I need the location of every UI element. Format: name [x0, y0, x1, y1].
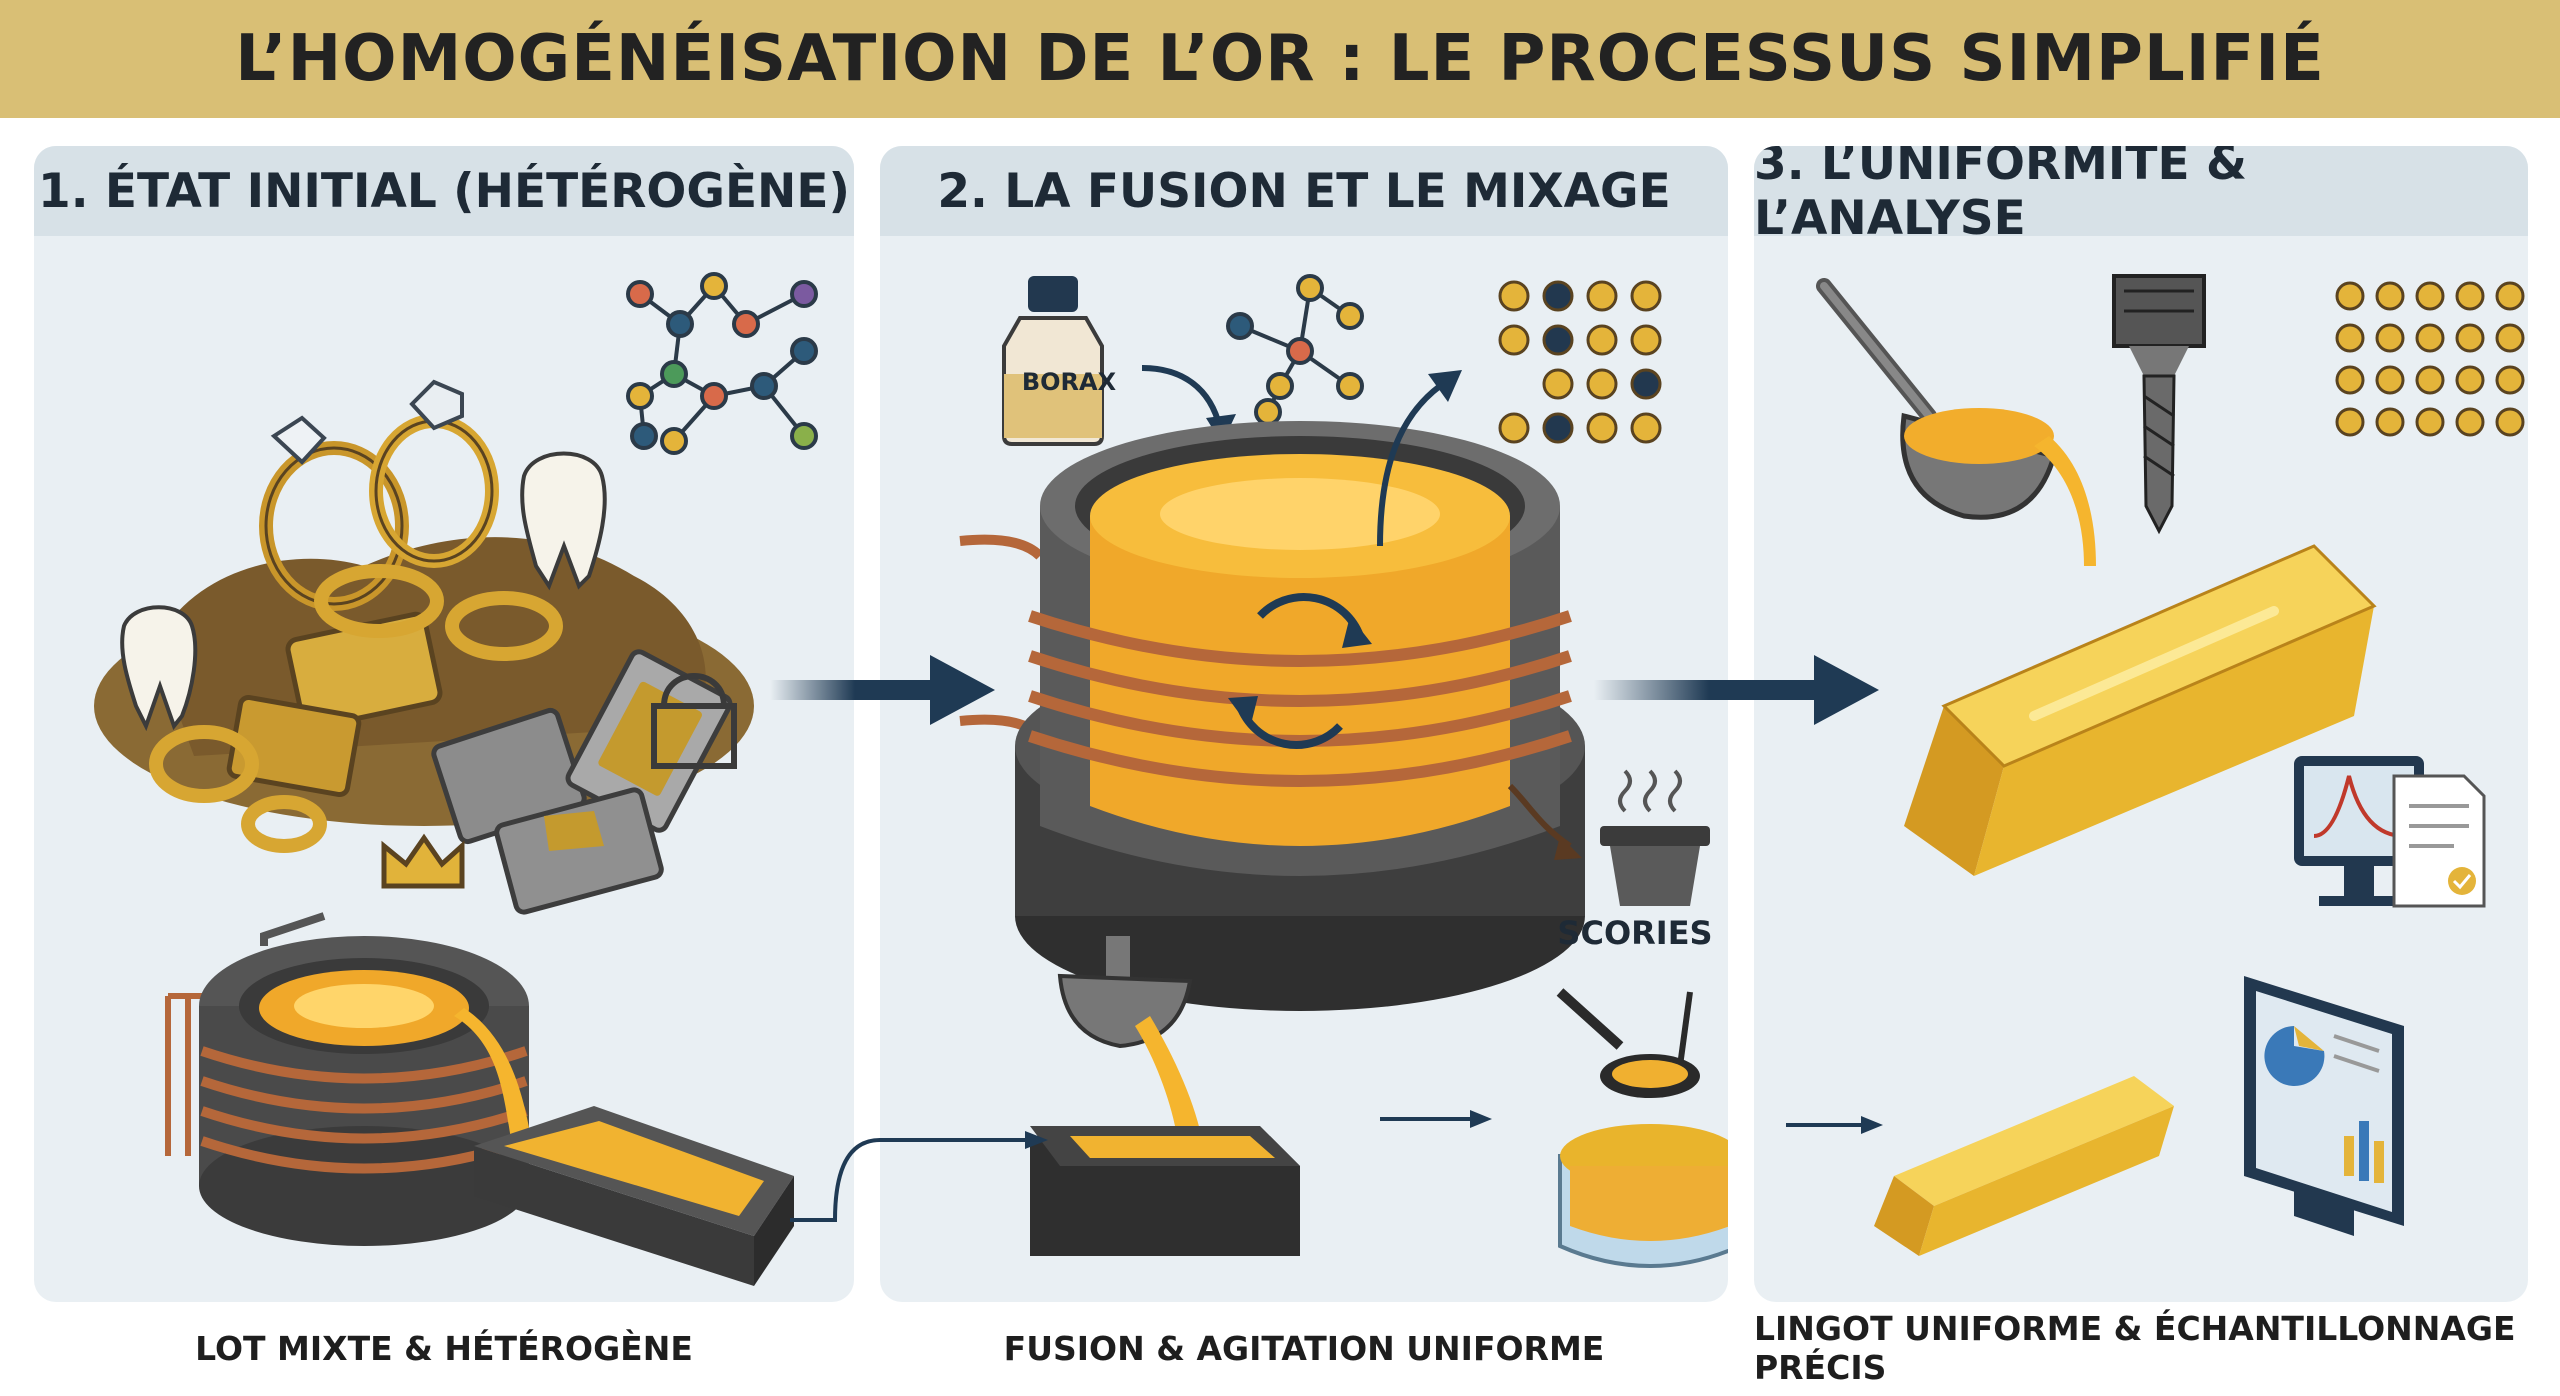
atom-grid-icon	[1498, 280, 1662, 444]
analysis-monitor-icon	[2244, 976, 2404, 1236]
padlock-icon	[651, 703, 737, 769]
molecule-icon	[626, 272, 818, 455]
panel-3-caption: LINGOT UNIFORME & ÉCHANTILLONNAGE PRÉCIS	[1754, 1309, 2516, 1387]
title-bar: L’HOMOGÉNÉISATION DE L’OR : LE PROCESSUS…	[0, 0, 2560, 118]
crucible-icon	[959, 421, 1585, 1011]
panel-3-header: 3. L’UNIFORMITÉ & L’ANALYSE	[1754, 146, 2528, 246]
ladle-icon	[1816, 278, 2096, 566]
ingot-mould-icon	[1030, 1126, 1300, 1256]
flow-arrow	[1141, 365, 1223, 429]
borax-label: BORAX	[1021, 368, 1117, 396]
page-title: L’HOMOGÉNÉISATION DE L’OR : LE PROCESSUS…	[235, 22, 2325, 96]
gold-bar-icon	[1874, 1076, 2174, 1256]
borax-bottle-icon	[1002, 276, 1104, 446]
panel-2-illustration	[959, 274, 1728, 1268]
tooth-icon	[120, 451, 607, 732]
panel-1-illustration	[94, 272, 818, 1286]
panel-fusion: 2. LA FUSION ET LE MIXAGE	[880, 146, 1728, 1302]
flow-arrow	[1377, 383, 1442, 547]
diamond-icon	[409, 379, 464, 431]
panel-2-heading: 2. LA FUSION ET LE MIXAGE	[937, 163, 1671, 219]
panel-1-heading: 1. ÉTAT INITIAL (HÉTÉROGÈNE)	[38, 163, 850, 219]
ring-icon	[149, 414, 563, 853]
flow-arrow-bottom-1-to-2	[790, 1131, 1048, 1222]
ingot-mould-icon	[474, 1106, 794, 1286]
sample-beaker-icon	[1556, 988, 1728, 1268]
scories-label: SCORIES	[1557, 914, 1713, 952]
molecule-icon	[1226, 274, 1364, 426]
panel-1-header: 1. ÉTAT INITIAL (HÉTÉROGÈNE)	[34, 146, 854, 236]
flow-arrow-bottom-2-to-3	[1786, 1116, 1883, 1134]
panel-uniformity: 3. L’UNIFORMITÉ & L’ANALYSE	[1754, 146, 2528, 1302]
panel-3-heading: 3. L’UNIFORMITÉ & L’ANALYSE	[1754, 146, 2247, 246]
flow-arrow-1-to-2	[770, 655, 995, 725]
panel-3-illustration	[1816, 274, 2525, 1256]
panel-1-caption: LOT MIXTE & HÉTÉROGÈNE	[195, 1328, 693, 1368]
panel-initial-state: 1. ÉTAT INITIAL (HÉTÉROGÈNE)	[34, 146, 854, 1302]
gold-bar-icon	[1904, 544, 2377, 876]
report-monitor-icon	[2294, 756, 2486, 908]
drill-icon	[2112, 274, 2206, 535]
crown-icon	[381, 833, 465, 889]
panel-2-caption: FUSION & AGITATION UNIFORME	[1003, 1328, 1605, 1368]
flow-arrow-2-to-3	[1594, 655, 1879, 725]
panel-2-header: 2. LA FUSION ET LE MIXAGE	[880, 146, 1728, 236]
diamond-icon	[270, 415, 327, 465]
slag-bin-icon	[1600, 769, 1710, 906]
atom-grid-icon	[2335, 281, 2525, 437]
